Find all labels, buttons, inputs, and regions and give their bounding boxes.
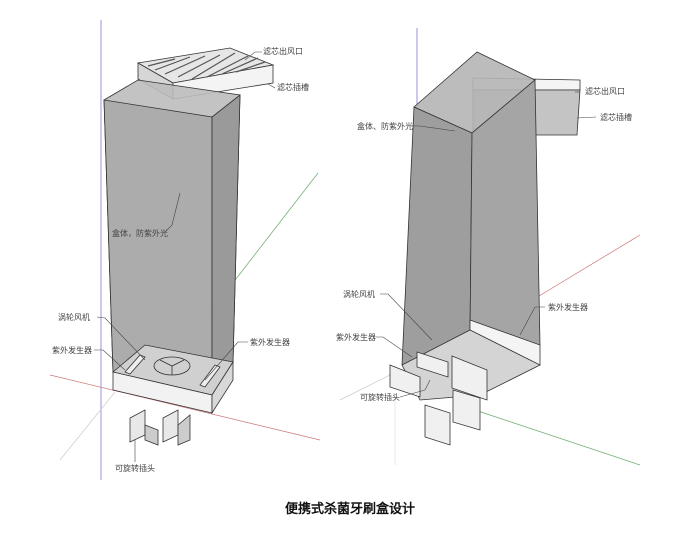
leader-lines [94, 51, 597, 462]
label-left-uv-right: 紫外发生器 [250, 338, 290, 347]
right-model [389, 51, 581, 446]
label-left-filter-outlet: 滤芯出风口 [263, 47, 303, 56]
label-right-filter-outlet: 滤芯出风口 [585, 87, 625, 96]
right-box-left [401, 106, 473, 366]
filter-vents [147, 52, 266, 80]
axis-red [49, 374, 321, 441]
right-plug [389, 351, 488, 446]
label-left-plug: 可旋转插头 [115, 464, 155, 473]
label-left-body: 盒体，防紫外光 [112, 229, 168, 238]
label-right-body: 盒体、防紫外光 [357, 122, 413, 131]
label-left-fan: 涡轮风机 [58, 313, 90, 322]
left-model [103, 47, 275, 446]
label-right-filter-slot: 滤芯插槽 [600, 113, 632, 122]
left-plug [129, 409, 191, 446]
figure-title: 便携式杀菌牙刷盒设计 [284, 502, 415, 517]
label-left-filter-slot: 滤芯插槽 [277, 83, 309, 92]
label-left-uv-left: 紫外发生器 [52, 346, 92, 355]
label-right-uv-right: 紫外发生器 [548, 303, 588, 312]
label-right-fan: 涡轮风机 [343, 290, 375, 299]
label-right-plug: 可旋转插头 [360, 393, 400, 402]
label-right-uv-left: 紫外发生器 [336, 333, 376, 342]
left-box-side [211, 94, 241, 397]
